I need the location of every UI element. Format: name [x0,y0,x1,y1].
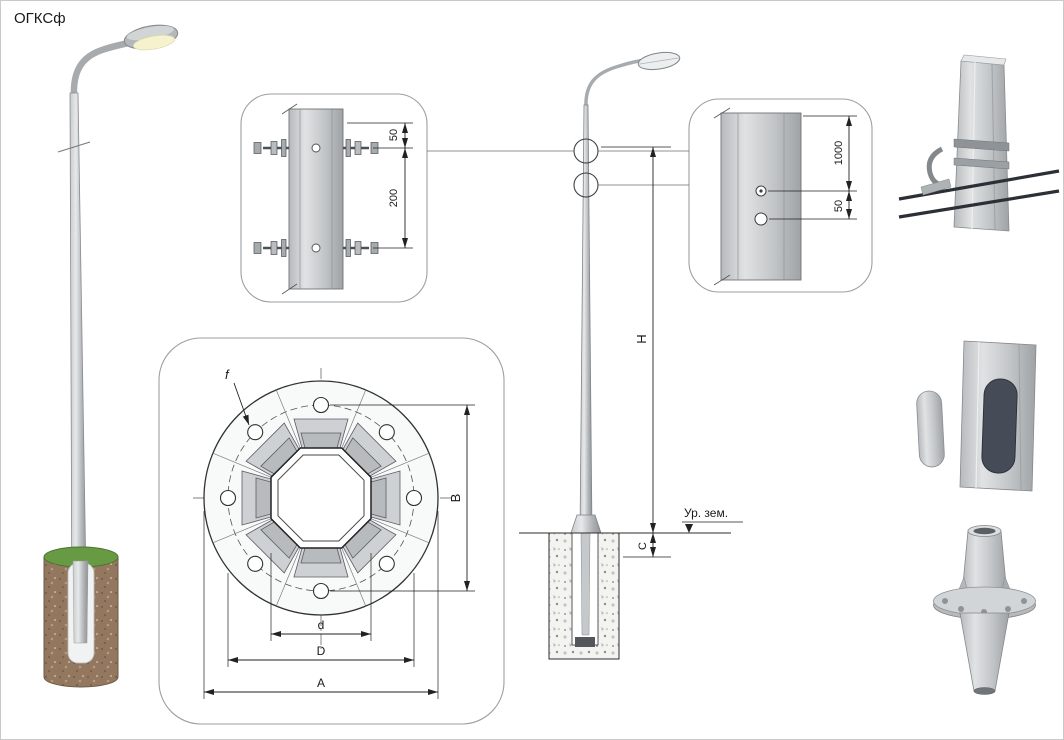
dim-label-d: d [318,618,325,632]
dim-label-H: H [634,334,649,343]
dim-label-D: D [317,644,326,658]
lamp-head-elevation [637,51,681,71]
detail-box-joint: 50 200 [240,93,428,303]
pole-embedded-section [580,532,591,636]
break-mark [281,103,298,115]
pole-shaft-elevation [579,104,593,534]
ground-level-label: Ур. зем. [684,506,728,520]
dim-label-1000: 1000 [833,141,845,165]
lower-hole [754,212,768,226]
ground-level-mark: Ур. зем. [682,506,743,533]
door-cover [916,390,945,468]
dim-label-50b: 50 [833,200,845,212]
flange-gussets [241,418,401,578]
dim-label-200: 200 [388,189,400,207]
pole-section [288,108,344,290]
elevation-dimensions [601,146,671,558]
base-skirt [959,612,1010,692]
pole-base-flare [570,514,602,534]
tube-opening [973,527,996,535]
flange-sector-lines [212,389,430,607]
break-mark [713,274,731,286]
foundation-3d [43,546,119,688]
dim-label-f: f [225,367,230,382]
break-mark [713,107,731,119]
dim-label-C: C [637,542,649,550]
pole-3d-overview [43,24,179,688]
flange-bolt-holes [219,396,423,600]
cable-clamp [920,178,952,196]
band-clamp [953,157,1010,170]
page-title: ОГКСф [14,10,66,27]
hole-dimensions [768,115,857,220]
lamp-head-3d [123,24,179,51]
dim-label-A: A [317,676,325,690]
dim-label-B: B [448,494,463,503]
cable [898,189,1060,219]
detail-box-flange: f B d D A [158,337,505,725]
pole-top-3d [898,54,1060,232]
flange-dimensions [203,382,475,699]
channel-bottom [575,637,595,647]
pole-seam-mark [57,141,91,153]
access-door-3d [916,340,1037,492]
detail-box-hole: 1000 50 [688,98,873,293]
hole-leader-line [233,382,250,426]
lamp-glow [132,34,176,51]
dim-label-50: 50 [388,129,400,141]
suspension-hook [926,146,949,188]
flange-base-3d [933,525,1036,695]
break-mark [281,283,298,295]
pole-octagon-inner [277,454,365,542]
elevation-view: H C Ур. зем. [427,51,743,660]
joint-dimensions [347,122,413,249]
door-opening [981,378,1018,474]
band-clamp [953,138,1010,152]
